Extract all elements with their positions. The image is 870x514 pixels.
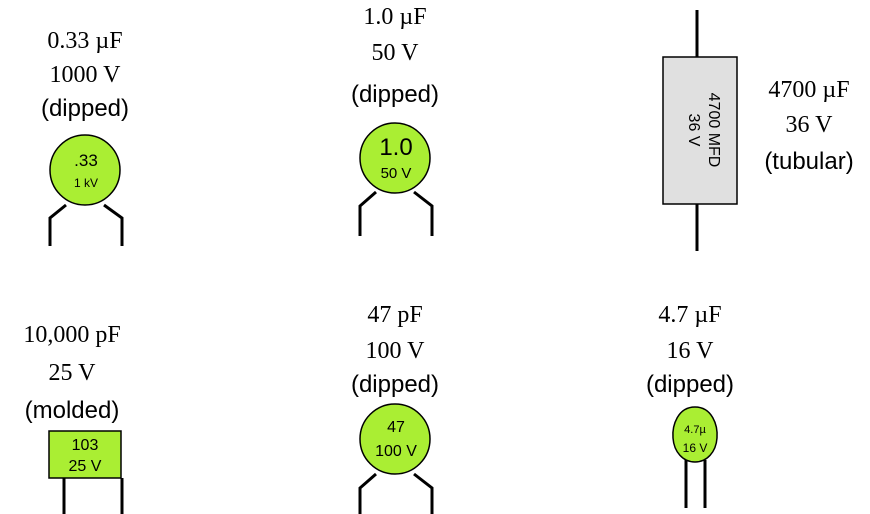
ceramic-disc-body — [359, 122, 431, 194]
capacitor-033uf: 0.33 µF 1000 V (dipped) .33 1 kV — [41, 28, 129, 246]
right-lead — [413, 472, 434, 514]
left-lead — [48, 203, 67, 246]
voltage-label: 16 V — [667, 338, 715, 364]
molded-body — [48, 430, 122, 479]
value-label: 4.7 µF — [658, 302, 721, 328]
tantalum-bead-body — [672, 406, 718, 463]
marking-value: 4700 MFD — [705, 93, 722, 168]
marking-voltage: 100 V — [375, 443, 417, 460]
value-label: 4700 µF — [768, 77, 849, 103]
marking-value: 47 — [387, 419, 405, 436]
value-label: 0.33 µF — [47, 28, 122, 54]
value-label: 10,000 pF — [23, 322, 120, 348]
marking-value: 1.0 — [379, 134, 412, 161]
right-lead — [413, 190, 434, 236]
kind-label: (dipped) — [41, 95, 129, 122]
kind-label: (dipped) — [646, 371, 734, 398]
left-lead — [358, 472, 377, 514]
voltage-label: 100 V — [366, 338, 426, 364]
capacitor-47pf: 47 pF 100 V (dipped) 47 100 V — [351, 302, 439, 514]
left-lead — [358, 190, 377, 236]
tubular-body — [662, 56, 738, 205]
capacitor-4700uf: 4700 MFD 36 V 4700 µF 36 V (tubular) — [662, 10, 854, 251]
ceramic-disc-body — [49, 134, 121, 206]
marking-voltage: 25 V — [69, 458, 102, 475]
value-label: 1.0 µF — [363, 4, 426, 30]
marking-value: .33 — [74, 151, 98, 170]
value-label: 47 pF — [367, 302, 422, 328]
capacitor-1uf: 1.0 µF 50 V (dipped) 1.0 50 V — [351, 4, 439, 236]
voltage-label: 25 V — [49, 360, 97, 386]
kind-label: (tubular) — [764, 148, 853, 175]
voltage-label: 1000 V — [50, 62, 122, 88]
right-lead — [103, 203, 124, 246]
kind-label: (dipped) — [351, 371, 439, 398]
voltage-label: 50 V — [372, 40, 420, 66]
marking-value: 103 — [72, 437, 99, 454]
voltage-label: 36 V — [786, 112, 834, 138]
marking-voltage: 36 V — [685, 114, 702, 147]
marking-voltage: 50 V — [381, 165, 412, 182]
capacitor-10000pf: 10,000 pF 25 V (molded) 103 25 V — [23, 322, 124, 514]
capacitor-47uf: 4.7 µF 16 V (dipped) 4.7µ 16 V — [646, 302, 734, 508]
kind-label: (dipped) — [351, 81, 439, 108]
marking-voltage: 1 kV — [74, 176, 98, 190]
kind-label: (molded) — [25, 397, 120, 424]
marking-value: 4.7µ — [684, 424, 706, 436]
marking-voltage: 16 V — [683, 441, 708, 455]
ceramic-disc-body — [359, 403, 431, 475]
